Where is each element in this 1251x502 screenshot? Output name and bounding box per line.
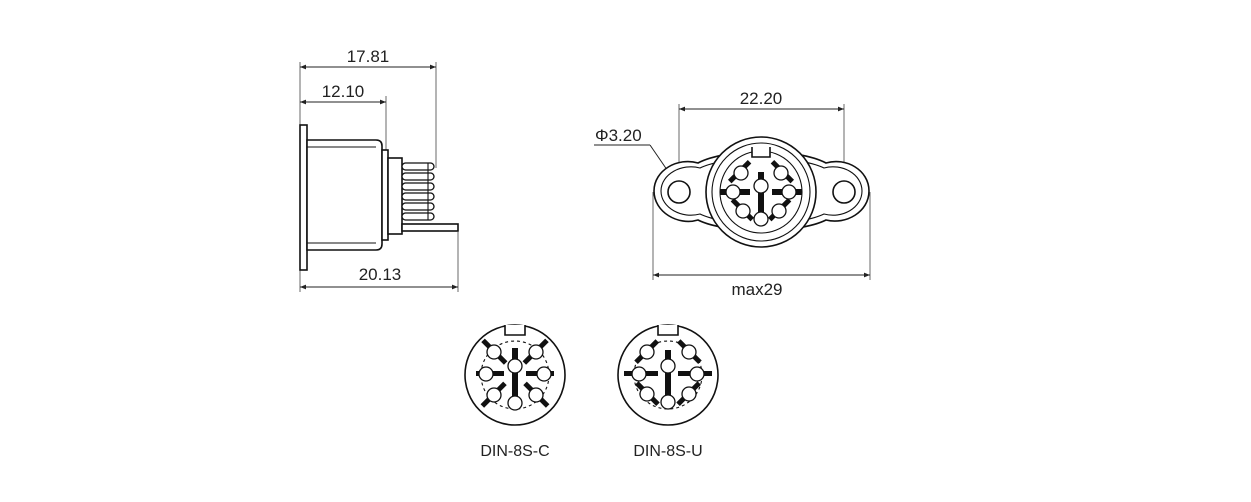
- flange-plate: [299, 124, 308, 271]
- solder-pins: [401, 162, 435, 221]
- variant-c-label: DIN-8S-C: [480, 443, 549, 460]
- rear-insulator: [387, 157, 403, 235]
- dim-body-length: 12.10: [322, 82, 365, 101]
- key-notch: [751, 147, 771, 158]
- ground-tail: [401, 223, 459, 232]
- variant-din-8s-c: DIN-8S-C: [464, 324, 566, 460]
- variant-u-pins: [624, 339, 712, 410]
- side-view: 17.81 12.10 20.13: [299, 47, 459, 292]
- connector-body: [306, 139, 383, 251]
- dim-flange-width: max29: [731, 280, 782, 299]
- dim-overall-length: 17.81: [347, 47, 390, 66]
- mounting-hole-right: [832, 180, 856, 204]
- front-pins: [720, 159, 802, 227]
- dim-hole-spacing: 22.20: [740, 89, 783, 108]
- variant-u-label: DIN-8S-U: [633, 443, 702, 460]
- rear-step: [381, 149, 389, 241]
- dim-hole-diameter: Φ3.20: [595, 126, 642, 145]
- variant-din-8s-u: DIN-8S-U: [617, 324, 719, 460]
- mounting-hole-left: [667, 180, 691, 204]
- variant-c-pins: [476, 338, 554, 411]
- dim-total-length: 20.13: [359, 265, 402, 284]
- front-view: 22.20 max29 Φ3.20: [594, 89, 871, 299]
